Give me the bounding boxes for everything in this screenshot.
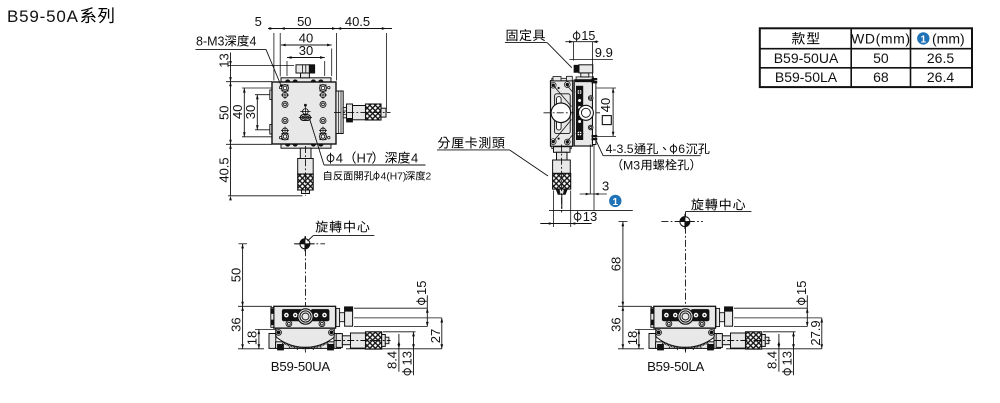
svg-text:26.4: 26.4 (927, 69, 954, 85)
svg-text:18: 18 (625, 331, 640, 345)
svg-text:27.9: 27.9 (808, 320, 823, 345)
svg-text:B59-50LA: B59-50LA (775, 69, 838, 85)
svg-text:30: 30 (299, 43, 313, 58)
svg-text:50: 50 (297, 14, 311, 29)
svg-text:50: 50 (873, 50, 889, 66)
svg-text:B59-50LA: B59-50LA (647, 359, 704, 374)
svg-text:9.9: 9.9 (595, 45, 613, 60)
svg-text:(mm): (mm) (932, 31, 965, 47)
svg-text:WD(mm): WD(mm) (851, 31, 911, 47)
svg-text:6: 6 (678, 142, 685, 156)
svg-text:13: 13 (780, 351, 795, 365)
svg-text:36: 36 (609, 317, 624, 331)
svg-text:4-3.5: 4-3.5 (606, 142, 634, 156)
svg-text:4: 4 (250, 35, 257, 49)
svg-text:2: 2 (426, 172, 432, 183)
svg-text:H7: H7 (357, 151, 374, 166)
svg-text:13: 13 (400, 351, 415, 365)
svg-text:4(H7): 4(H7) (381, 172, 407, 183)
svg-text:50: 50 (216, 106, 231, 120)
svg-text:B59-50UA: B59-50UA (271, 359, 331, 374)
svg-text:4: 4 (411, 151, 418, 166)
svg-text:68: 68 (873, 69, 889, 85)
svg-text:15: 15 (414, 281, 429, 295)
svg-text:40: 40 (598, 98, 613, 112)
svg-text:4: 4 (336, 151, 343, 166)
svg-text:26.5: 26.5 (927, 50, 954, 66)
svg-text:13: 13 (583, 209, 597, 224)
svg-text:68: 68 (609, 257, 624, 271)
svg-text:18: 18 (245, 331, 260, 345)
svg-text:8-M3: 8-M3 (196, 35, 225, 49)
svg-text:5: 5 (255, 14, 262, 29)
svg-text:15: 15 (581, 29, 595, 43)
svg-text:B59-50UA: B59-50UA (774, 50, 839, 66)
svg-text:40: 40 (299, 30, 313, 45)
svg-text:40.5: 40.5 (216, 157, 231, 182)
svg-text:27: 27 (428, 329, 443, 343)
svg-text:36: 36 (228, 317, 243, 331)
svg-text:3: 3 (602, 179, 609, 194)
svg-text:1: 1 (613, 197, 619, 208)
svg-text:30: 30 (243, 105, 258, 119)
svg-text:40: 40 (230, 105, 245, 119)
svg-text:1: 1 (921, 35, 927, 46)
svg-text:13: 13 (216, 53, 231, 67)
svg-text:B59-50A: B59-50A (7, 7, 79, 26)
svg-text:8.4: 8.4 (765, 351, 780, 369)
svg-text:8.4: 8.4 (385, 351, 400, 369)
svg-text:50: 50 (228, 268, 243, 282)
svg-text:M3: M3 (623, 158, 640, 172)
svg-text:40.5: 40.5 (345, 14, 370, 29)
svg-text:15: 15 (794, 281, 809, 295)
